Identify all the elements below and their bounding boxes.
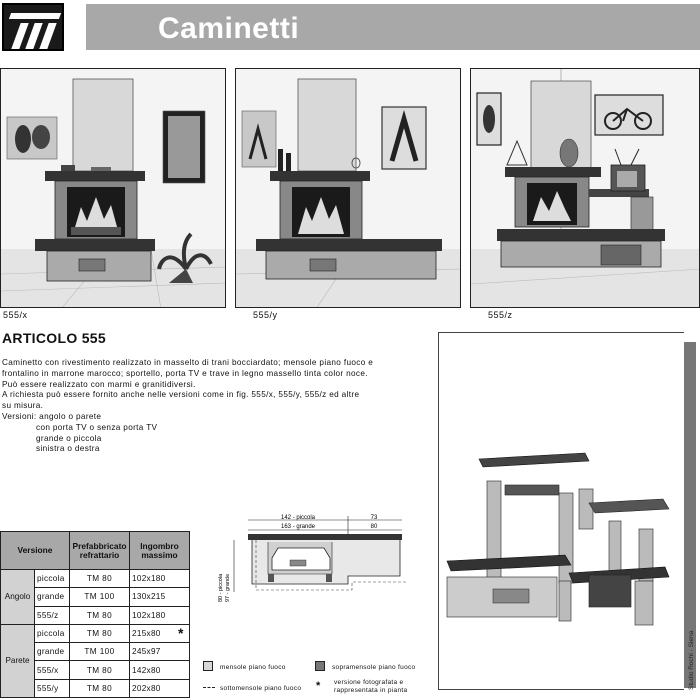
brand-logo — [2, 3, 64, 51]
legend-version-line1: versione fotografata e — [334, 679, 404, 686]
floor-plan-diagram: 142 - piccola 163 - grande 73 80 80 - pi… — [218, 515, 406, 602]
legend-dashed-line — [203, 687, 215, 688]
legend-swatch-dark — [315, 661, 325, 671]
dim-label-small: 142 - piccola — [281, 515, 316, 521]
desc-line: A richiesta può essere fornito anche nel… — [2, 390, 360, 400]
table-row: 555/y TM 80 202x80 — [1, 678, 190, 699]
ingombro-cell: 142x80 — [129, 660, 190, 680]
desc-line: Versioni: angolo o parete — [2, 411, 102, 421]
prefab-cell: TM 80 — [69, 605, 130, 625]
title-bar: Caminetti — [86, 4, 700, 50]
scene-555y-caption: 555/y — [253, 310, 278, 320]
table-header-row: Versione Prefabbricato refrattario Ingom… — [0, 531, 190, 570]
dim-side-small: 80 - piccola — [218, 573, 224, 602]
prefab-cell: TM 100 — [69, 587, 130, 607]
desc-line: Può essere realizzato con marmi e granit… — [2, 379, 196, 389]
desc-version-line: con porta TV o senza porta TV — [36, 422, 158, 432]
legend-star-icon: * — [316, 680, 321, 692]
prefab-cell: TM 80 — [69, 568, 130, 589]
scene-555y-illustration — [235, 68, 461, 308]
col-header-prefab: Prefabbricato refrattario — [69, 531, 130, 570]
prefab-cell: TM 100 — [69, 642, 130, 662]
ingombro-cell: 215x80 — [129, 623, 190, 644]
ingombro-cell: 130x215 — [129, 587, 190, 607]
photographed-version-star-icon: * — [178, 625, 184, 641]
size-cell: grande — [34, 587, 70, 607]
plan-mantel — [248, 534, 402, 540]
article-title: ARTICOLO 555 — [2, 330, 106, 346]
desc-line: su misura. — [2, 401, 44, 411]
exploded-view-illustration — [438, 332, 684, 690]
legend-sottomensole: sottomensole piano fuoco — [220, 685, 302, 692]
article-description: Caminetto con rivestimento realizzato in… — [2, 358, 432, 455]
table-row: Angolo piccola TM 80 102x180 — [0, 568, 190, 625]
table-row: grande TM 100 130x215 — [1, 587, 190, 607]
scene-555x-illustration — [0, 68, 226, 308]
exploded-view-shadow — [684, 342, 696, 688]
plan-post — [268, 574, 274, 582]
size-cell: 555/y — [34, 678, 70, 699]
table-row: 555/x TM 80 142x80 — [1, 660, 190, 680]
group-cell-parete: Parete — [0, 623, 35, 699]
legend-sopramensole: sopramensole piano fuoco — [332, 664, 416, 671]
col-header-ingombro: Ingombro massimo — [129, 531, 190, 570]
legend-swatch-light — [203, 661, 213, 671]
spec-table: Versione Prefabbricato refrattario Ingom… — [0, 531, 190, 699]
table-row: Parete piccola TM 80 215x80 — [0, 623, 190, 699]
ingombro-cell: 202x80 — [129, 678, 190, 699]
legend-version-line2: rappresentata in pianta — [334, 687, 408, 694]
legend-mensole: mensole piano fuoco — [220, 664, 286, 671]
prefab-cell: TM 80 — [69, 660, 130, 680]
page-title: Caminetti — [158, 12, 300, 45]
plan-post — [326, 574, 332, 582]
dim-label-73: 73 — [371, 515, 378, 521]
size-cell: grande — [34, 642, 70, 662]
credit-text: Studio Rochi - Siena — [688, 630, 695, 690]
size-cell: 555/z — [34, 605, 70, 625]
dim-label-large: 163 - grande — [281, 524, 316, 530]
size-cell: piccola — [34, 568, 70, 589]
plan-grate — [289, 559, 307, 567]
scene-555z-caption: 555/z — [488, 310, 513, 320]
prefab-cell: TM 80 — [69, 678, 130, 699]
table-row: 555/z TM 80 102x180 — [1, 605, 190, 625]
group-cell-angolo: Angolo — [0, 569, 35, 625]
dim-side-large: 97 - grande — [225, 574, 231, 602]
ingombro-cell: 102x180 — [129, 568, 190, 589]
size-cell: piccola — [34, 623, 70, 644]
plan-dashed-outline — [255, 540, 406, 591]
scene-555x-caption: 555/x — [3, 310, 28, 320]
desc-version-line: grande o piccola — [36, 433, 102, 443]
scene-555z-illustration — [470, 68, 700, 308]
desc-version-line: sinistra o destra — [36, 444, 100, 454]
prefab-cell: TM 80 — [69, 623, 130, 644]
col-header-versione: Versione — [0, 531, 70, 570]
desc-line: Caminetto con rivestimento realizzato in… — [2, 358, 374, 367]
plan-hearth — [271, 547, 331, 571]
size-cell: 555/x — [34, 660, 70, 680]
dim-label-80: 80 — [371, 524, 378, 530]
desc-line: frontalino in marrone marocco; sportello… — [2, 368, 368, 378]
ingombro-cell: 102x180 — [129, 605, 190, 625]
ingombro-cell: 245x97 — [129, 642, 190, 662]
